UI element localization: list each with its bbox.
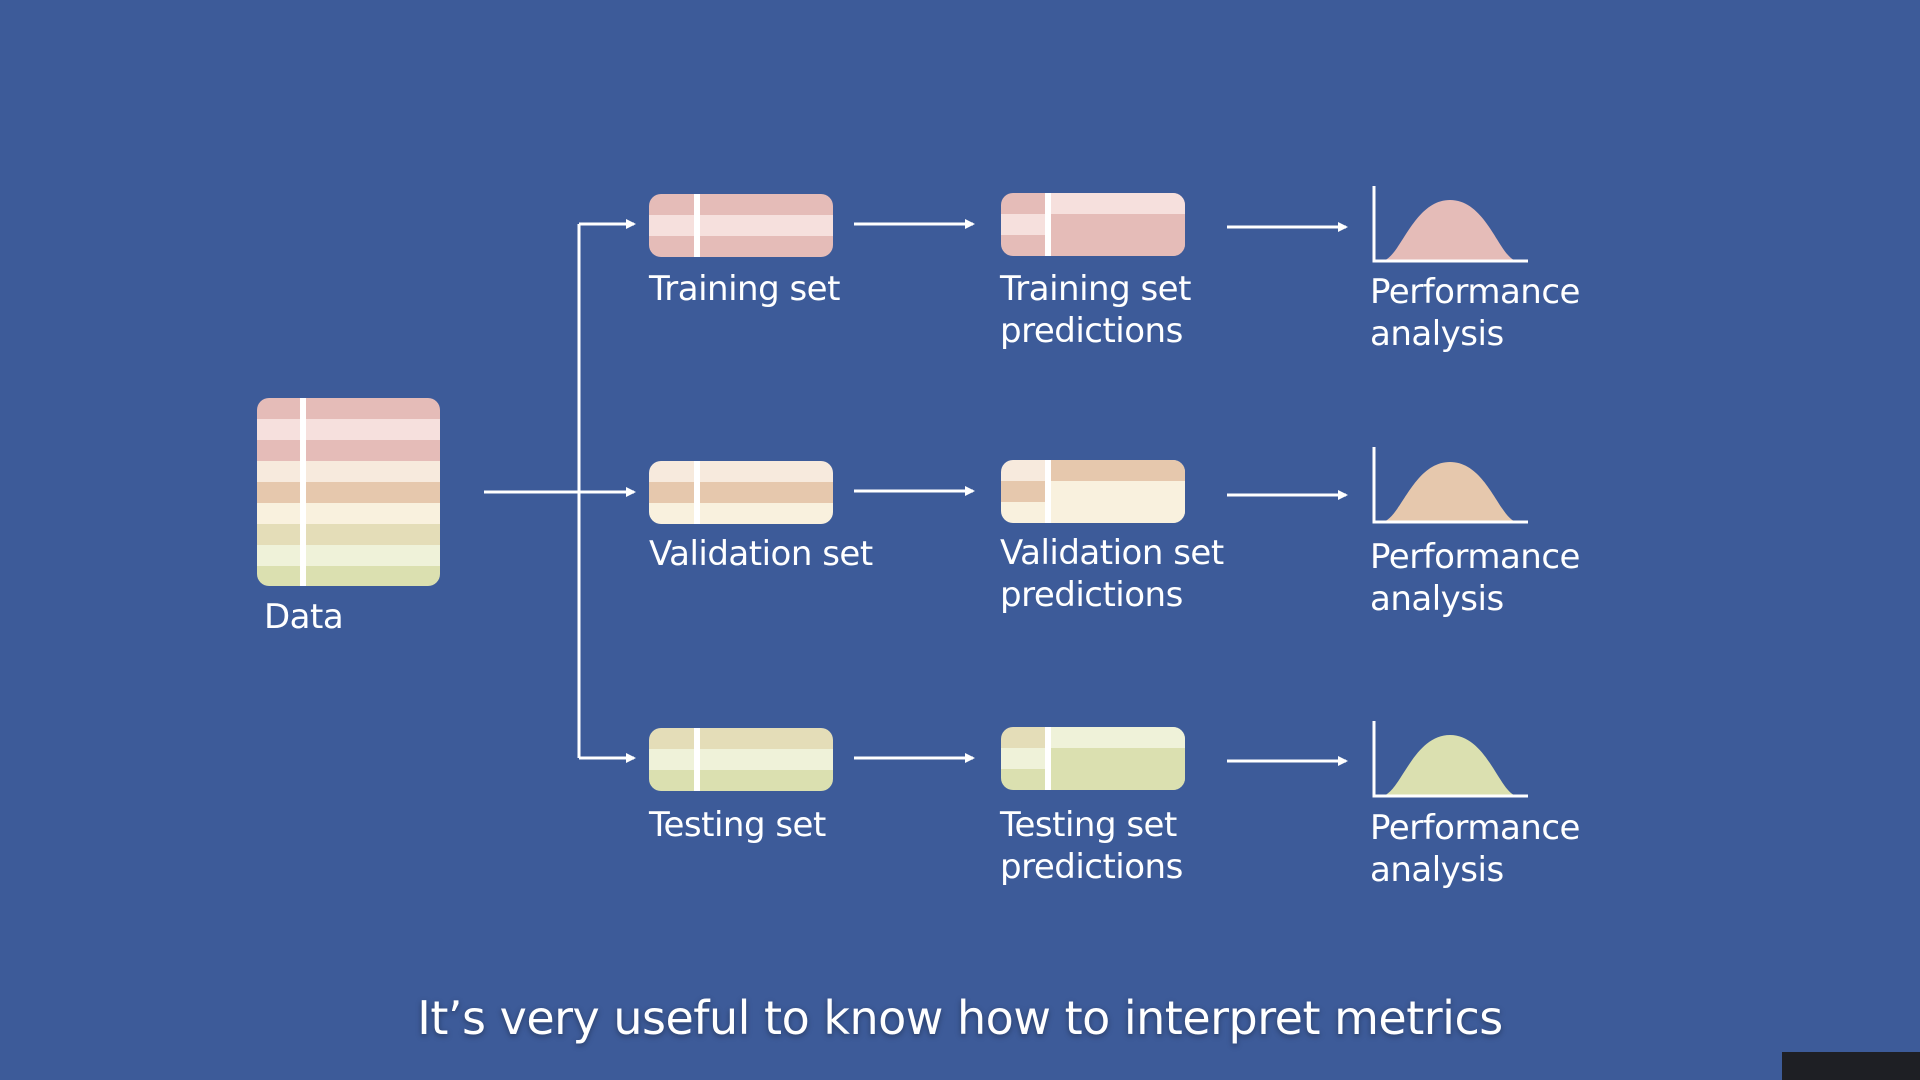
testing-distribution-icon [1372, 721, 1528, 798]
data-table-icon [257, 398, 440, 586]
testing-set-label: Testing set [649, 804, 826, 846]
training-distribution-icon [1372, 186, 1528, 263]
validation-predictions-line2: predictions [1000, 575, 1183, 615]
video-control-corner [1782, 1052, 1920, 1080]
validation-set-label: Validation set [649, 533, 873, 575]
split-connector [484, 224, 581, 758]
testing-predictions-line1: Testing set [1000, 805, 1177, 845]
validation-distribution-icon [1372, 447, 1528, 524]
validation-set-icon [649, 461, 833, 524]
testing-predictions-label: Testing set predictions [1000, 804, 1183, 888]
training-performance-label: Performance analysis [1370, 271, 1580, 355]
testing-performance-line2: analysis [1370, 850, 1504, 890]
training-predictions-line2: predictions [1000, 311, 1183, 351]
training-set-label-text: Training set [649, 269, 840, 309]
testing-set-label-text: Testing set [649, 805, 826, 845]
validation-predictions-icon [1001, 460, 1185, 523]
validation-set-label-text: Validation set [649, 534, 873, 574]
subtitle-caption: It’s very useful to know how to interpre… [417, 991, 1503, 1045]
validation-predictions-line1: Validation set [1000, 533, 1224, 573]
testing-performance-label: Performance analysis [1370, 807, 1580, 891]
data-label-text: Data [264, 597, 344, 637]
training-performance-line2: analysis [1370, 314, 1504, 354]
testing-predictions-line2: predictions [1000, 847, 1183, 887]
training-predictions-icon [1001, 193, 1185, 256]
training-performance-line1: Performance [1370, 272, 1580, 312]
training-predictions-line1: Training set [1000, 269, 1191, 309]
training-set-icon [649, 194, 833, 257]
data-label: Data [264, 596, 344, 638]
validation-performance-line1: Performance [1370, 537, 1580, 577]
validation-performance-label: Performance analysis [1370, 536, 1580, 620]
training-set-label: Training set [649, 268, 840, 310]
testing-performance-line1: Performance [1370, 808, 1580, 848]
validation-performance-line2: analysis [1370, 579, 1504, 619]
validation-predictions-label: Validation set predictions [1000, 532, 1224, 616]
testing-set-icon [649, 728, 833, 791]
testing-predictions-icon [1001, 727, 1185, 790]
training-predictions-label: Training set predictions [1000, 268, 1191, 352]
